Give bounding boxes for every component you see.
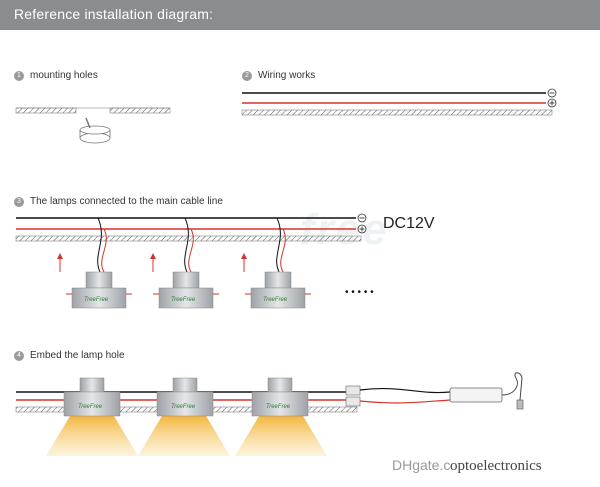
step-3-lamp-1 — [57, 217, 132, 309]
step-4-lamp-3 — [251, 377, 309, 417]
step-3-label: 3 The lamps connected to the main cable l… — [14, 196, 223, 207]
step-2-ceiling — [241, 109, 553, 116]
step-1-number-badge: 1 — [14, 71, 24, 81]
more-lamps-ellipsis: • • • • • — [345, 287, 374, 298]
store-brand: optoelectronics — [450, 458, 542, 474]
driver-black-wire — [359, 387, 451, 394]
plus-terminal-icon — [357, 224, 367, 234]
step-3-lamp-3 — [241, 217, 311, 309]
power-cord-icon — [501, 372, 523, 401]
header-bar: Reference installation diagram: — [0, 0, 600, 30]
light-beam — [46, 416, 327, 456]
step-2-number-badge: 2 — [242, 71, 252, 81]
step-4-label: 4 Embed the lamp hole — [14, 350, 125, 361]
step-4-number-badge: 4 — [14, 351, 24, 361]
voltage-label: DC12V — [383, 215, 435, 232]
lamp-brand-label: TreeFree — [171, 404, 196, 410]
lamp-brand-label: TreeFree — [266, 404, 291, 410]
minus-terminal-icon — [547, 88, 557, 98]
lamp-brand-label: TreeFree — [84, 297, 109, 303]
step-4-lamp-2 — [156, 377, 214, 417]
lamp-brand-label: TreeFree — [263, 297, 288, 303]
led-driver-icon — [449, 387, 503, 403]
plus-terminal-icon — [547, 98, 557, 108]
step-1-text: mounting holes — [30, 70, 98, 81]
hole-cutter-icon — [79, 117, 111, 144]
wire-connector-icon — [345, 385, 361, 407]
step-4-lamp-1 — [63, 377, 121, 417]
lamp-brand-label: TreeFree — [78, 404, 103, 410]
power-plug-icon — [516, 399, 524, 410]
dhgate-logo-text: DHgate.com — [392, 457, 450, 473]
step-1-ceiling — [15, 107, 171, 114]
lamp-brand-label: TreeFree — [171, 297, 196, 303]
step-1-label: 1 mounting holes — [14, 70, 98, 81]
driver-red-wire — [359, 399, 451, 404]
page-title: Reference installation diagram: — [14, 6, 214, 22]
step-2-label: 2 Wiring works — [242, 70, 315, 81]
dhgate-logo: DHgate.com — [392, 457, 450, 473]
minus-terminal-icon — [357, 213, 367, 223]
step-3-number-badge: 3 — [14, 197, 24, 207]
step-2-text: Wiring works — [258, 70, 316, 81]
step-3-text: The lamps connected to the main cable li… — [30, 196, 223, 207]
step-4-text: Embed the lamp hole — [30, 350, 125, 361]
step-3-lamp-2 — [150, 217, 219, 309]
